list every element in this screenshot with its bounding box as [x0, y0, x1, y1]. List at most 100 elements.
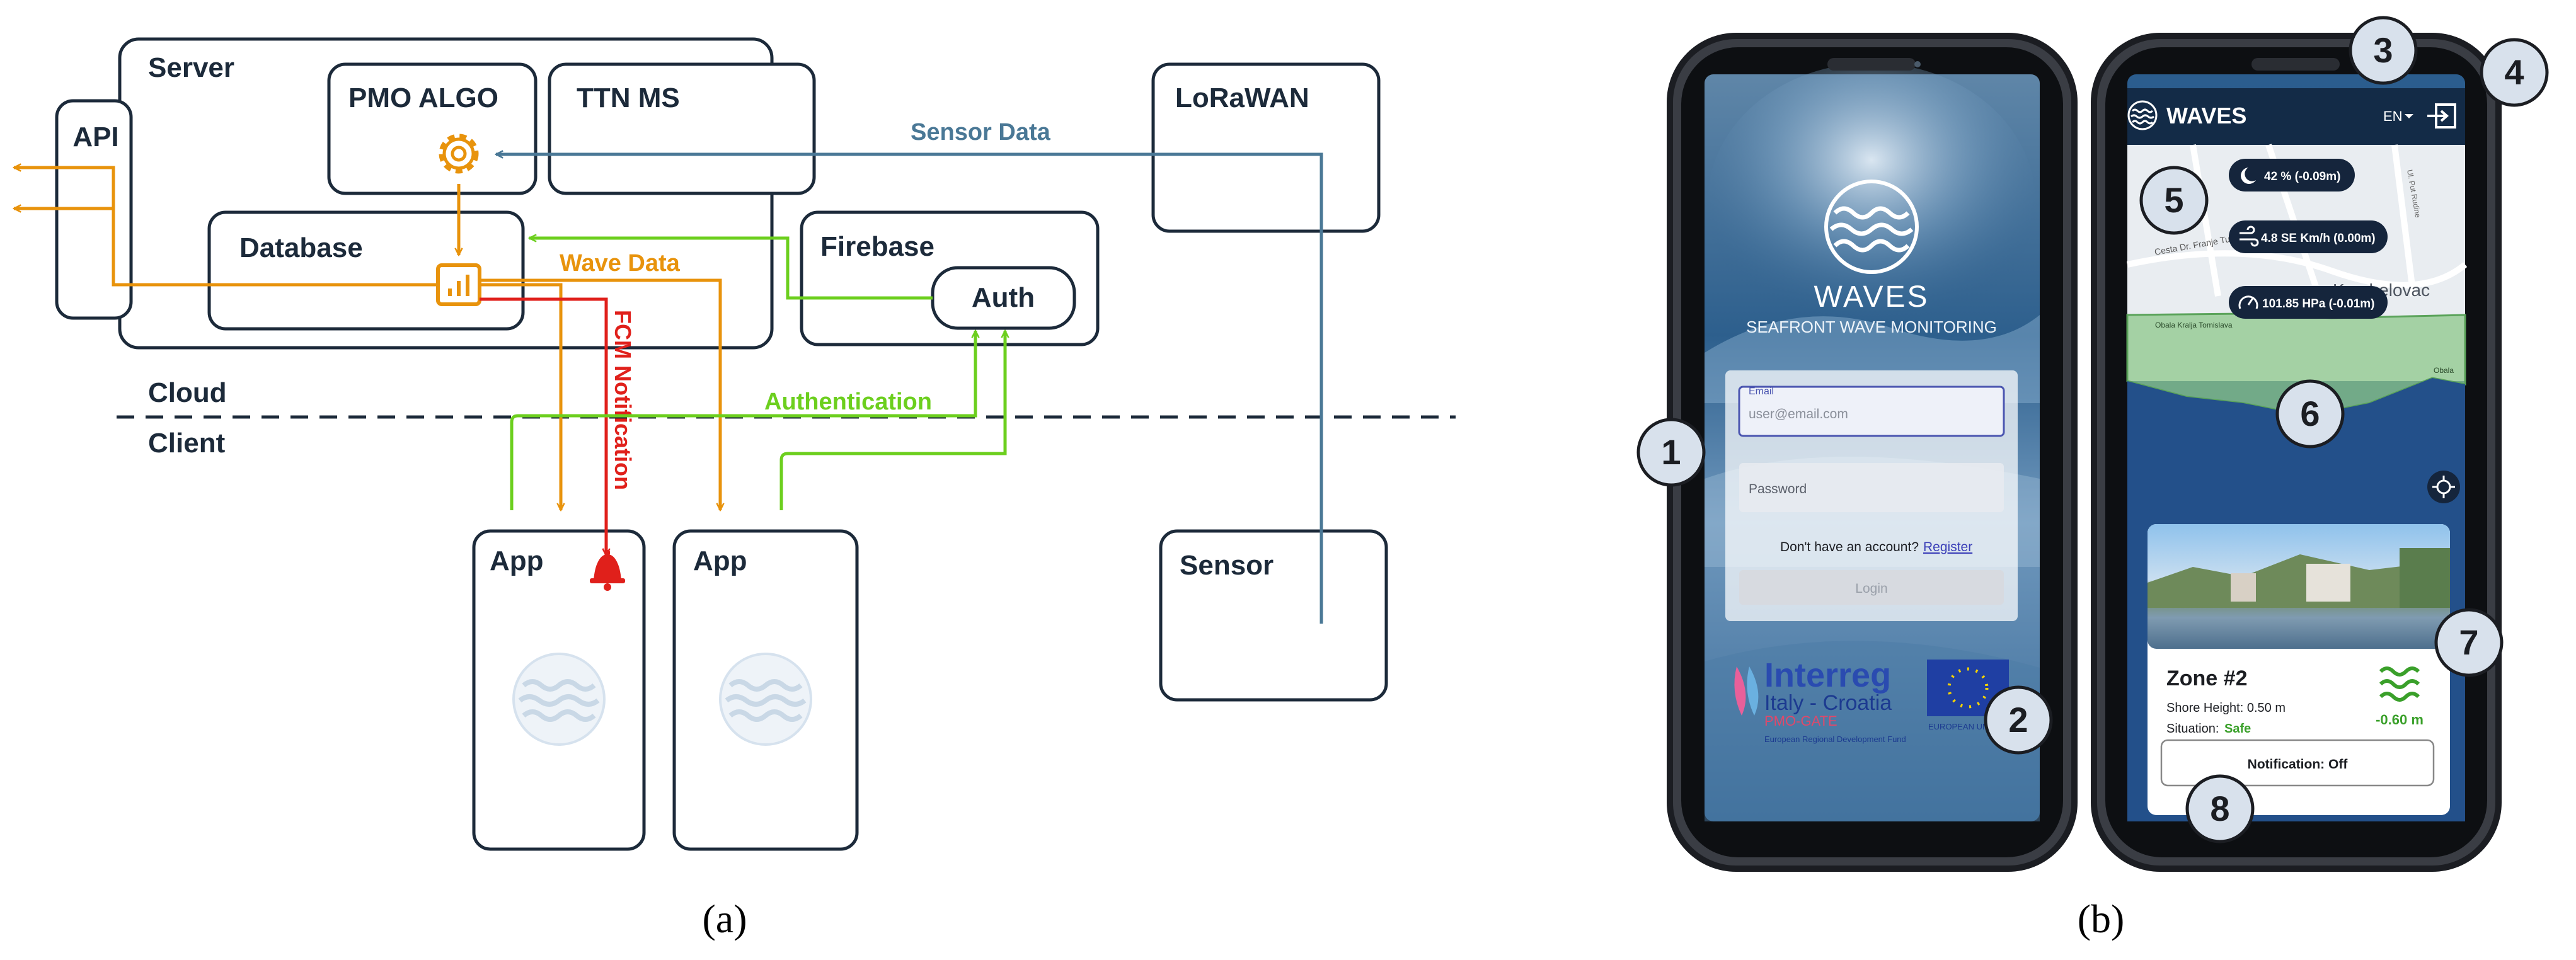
wind-icon [2240, 226, 2259, 247]
eu-label: EUROPEAN UNION [1928, 722, 2003, 731]
bell-icon [590, 550, 625, 591]
crosshair-icon [2432, 476, 2455, 498]
header-brand: WAVES [2166, 103, 2246, 129]
pmo-algo-label: PMO ALGO [348, 83, 498, 113]
client-label: Client [148, 428, 226, 459]
db-to-api-arrow-bottom [14, 209, 115, 285]
ttn-ms-box [548, 62, 816, 195]
marker-4: 4 [2480, 38, 2549, 107]
lorawan-label: LoRaWAN [1175, 83, 1309, 113]
password-placeholder: Password [1749, 482, 1807, 496]
interreg-text: Interreg [1764, 656, 1891, 694]
wind-pill [2229, 220, 2388, 253]
language-selector[interactable]: EN [2383, 108, 2403, 124]
marker-1: 1 [1636, 418, 1706, 487]
svg-text:2: 2 [2008, 700, 2028, 740]
database-label: Database [239, 232, 363, 263]
waves-header-logo-icon [2127, 100, 2158, 130]
app-label-1: App [490, 546, 544, 576]
sensor-label: Sensor [1180, 550, 1274, 581]
register-link[interactable]: Register [1923, 540, 1972, 554]
gear-icon [439, 134, 479, 174]
tide-value: 42 % (-0.09m) [2264, 170, 2340, 183]
sensor-data-label: Sensor Data [911, 119, 1051, 146]
marker-8: 8 [2185, 774, 2255, 843]
callout-markers: 1 2 3 4 5 6 7 8 [1636, 16, 2549, 843]
map-label-4: Obala Kralja Tomislava [2155, 321, 2233, 329]
cloud-label: Cloud [148, 377, 227, 408]
wave-status-icon [2379, 666, 2420, 702]
auth-to-db-arrow [529, 238, 933, 300]
wave-data-app1-arrow [480, 283, 561, 510]
app-logo-2 [719, 653, 812, 746]
pressure-pill [2229, 286, 2388, 319]
zone-title: Zone #2 [2166, 666, 2247, 690]
login-button-label: Login [1855, 581, 1887, 596]
svg-text:8: 8 [2210, 789, 2229, 828]
gauge-icon [2238, 295, 2258, 309]
app-logo-1 [512, 653, 606, 746]
sensor-box [1159, 529, 1388, 702]
pmo-algo-box [327, 62, 538, 195]
app-label-2: App [693, 546, 747, 576]
main-phone: WAVES EN Cesta Dr. Franje Tuđ... Kambelo… [2091, 33, 2502, 872]
tide-pill [2229, 159, 2355, 191]
email-field[interactable] [1738, 386, 2005, 437]
firebase-label: Firebase [820, 231, 934, 262]
caption-a: (a) [702, 896, 747, 941]
marker-6: 6 [2275, 379, 2345, 449]
marker-3: 3 [2349, 16, 2418, 85]
waves-logo-icon [1824, 180, 1919, 274]
wave-value: -0.60 m [2376, 712, 2424, 728]
svg-text:7: 7 [2459, 622, 2478, 662]
chart-icon [436, 263, 481, 306]
sensor-data-arrow [496, 154, 1323, 624]
marker-7: 7 [2434, 608, 2504, 677]
email-placeholder: user@email.com [1749, 407, 1848, 421]
notification-button[interactable] [2160, 739, 2435, 787]
caption-b: (b) [2078, 896, 2125, 941]
wave-data-app2-arrow [480, 278, 720, 510]
no-account-text: Don't have an account? [1780, 540, 1919, 554]
login-brand: WAVES [1814, 280, 1929, 314]
wind-value: 4.8 SE Km/h (0.00m) [2261, 232, 2376, 245]
shore-height: Shore Height: 0.50 m [2166, 701, 2286, 715]
marker-5: 5 [2139, 166, 2209, 235]
login-tagline: SEAFRONT WAVE MONITORING [1746, 317, 1997, 336]
interreg-logo: Interreg Italy - Croatia PMO-GATE Europe… [1734, 656, 1906, 744]
architecture-diagram: Server API PMO ALGO TTN MS LoRaWAN Datab… [14, 37, 1456, 851]
login-phone: WAVES SEAFRONT WAVE MONITORING Email use… [1667, 33, 2078, 872]
project-name: PMO-GATE [1764, 713, 1837, 729]
wave-data-label: Wave Data [560, 250, 681, 277]
svg-text:5: 5 [2164, 180, 2183, 220]
situation-label: Situation: [2166, 722, 2219, 736]
server-label: Server [148, 52, 234, 83]
interreg-sub: Italy - Croatia [1764, 691, 1892, 715]
moon-icon [2241, 168, 2256, 184]
fcm-notification-arrow [480, 297, 606, 556]
password-field[interactable] [1739, 463, 2004, 512]
login-button[interactable] [1739, 570, 2004, 605]
pressure-value: 101.85 HPa (-0.01m) [2262, 297, 2375, 311]
svg-text:3: 3 [2373, 30, 2393, 70]
app2-auth-arrow [779, 331, 1005, 510]
locate-button[interactable] [2427, 471, 2460, 503]
app1-auth-arrow [510, 331, 975, 510]
situation-value: Safe [2224, 722, 2251, 736]
logout-icon[interactable] [2427, 103, 2456, 129]
svg-text:1: 1 [1661, 432, 1681, 472]
svg-text:6: 6 [2300, 394, 2320, 433]
svg-text:4: 4 [2504, 52, 2524, 92]
chevron-down-icon [2405, 114, 2413, 118]
ttn-ms-label: TTN MS [577, 83, 680, 113]
email-label: Email [1749, 386, 1774, 397]
map-label-5: Obala [2434, 366, 2454, 375]
fcm-notification-label: FCM Notification [610, 310, 636, 490]
marker-2: 2 [1984, 685, 2053, 755]
notification-button-label: Notification: Off [2248, 757, 2349, 772]
api-label: API [72, 122, 118, 152]
auth-label: Auth [972, 282, 1035, 313]
authentication-label: Authentication [764, 389, 932, 415]
fund-text: European Regional Development Fund [1764, 734, 1906, 744]
